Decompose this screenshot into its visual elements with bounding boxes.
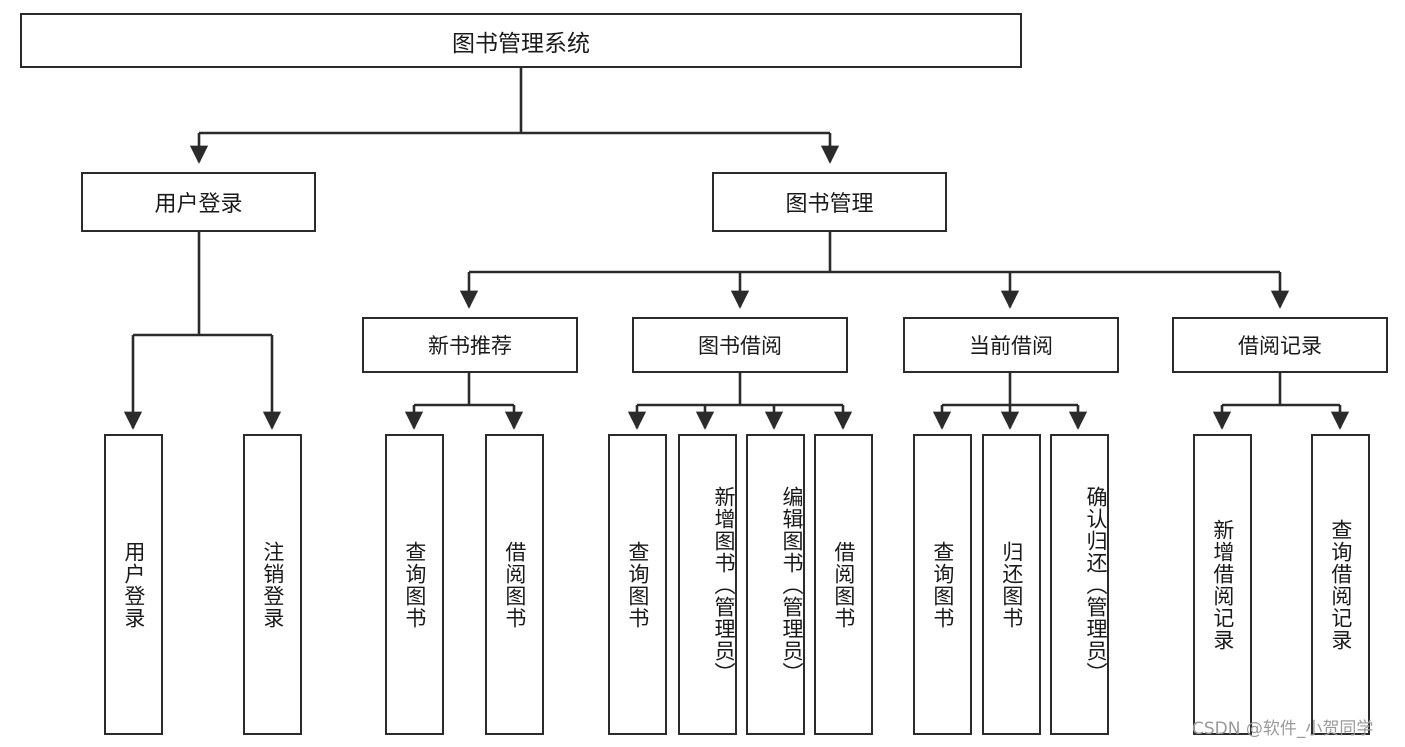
leaf-borrow-book-recommend-label: 借阅图书	[502, 540, 527, 629]
leaf-user-login[interactable]: 用户登录	[104, 434, 163, 735]
watermark-text: CSDN @软件_小贺同学	[1192, 719, 1374, 739]
leaf-add-book-admin[interactable]: 新增图书（管理员）	[678, 434, 737, 735]
node-user-login-label: 用户登录	[154, 192, 243, 217]
node-current-borrow[interactable]: 当前借阅	[903, 317, 1119, 373]
leaf-borrow-book-recommend[interactable]: 借阅图书	[485, 434, 544, 735]
node-book-management[interactable]: 图书管理	[712, 172, 947, 232]
leaf-query-book-recommend[interactable]: 查询图书	[385, 434, 444, 735]
leaf-logout-label: 注销登录	[260, 540, 285, 629]
leaf-confirm-return-admin-label: 确认归还（管理员）	[1084, 485, 1108, 684]
leaf-edit-book-admin[interactable]: 编辑图书（管理员）	[746, 434, 805, 735]
leaf-logout[interactable]: 注销登录	[243, 434, 302, 735]
node-new-book-recommend[interactable]: 新书推荐	[362, 317, 578, 373]
leaf-add-book-admin-label: 新增图书（管理员）	[712, 485, 736, 684]
node-current-borrow-label: 当前借阅	[969, 334, 1053, 358]
node-user-login[interactable]: 用户登录	[81, 172, 316, 232]
leaf-query-book-borrow[interactable]: 查询图书	[608, 434, 667, 735]
leaf-edit-book-admin-label: 编辑图书（管理员）	[780, 485, 804, 684]
leaf-query-book-borrow-label: 查询图书	[625, 540, 650, 629]
leaf-user-login-label: 用户登录	[121, 540, 146, 629]
leaf-confirm-return-admin[interactable]: 确认归还（管理员）	[1050, 434, 1109, 735]
leaf-query-borrow-record[interactable]: 查询借阅记录	[1311, 434, 1370, 735]
node-root[interactable]: 图书管理系统	[20, 13, 1022, 68]
leaf-add-borrow-record-label: 新增借阅记录	[1210, 518, 1235, 651]
node-book-management-label: 图书管理	[785, 192, 874, 217]
leaf-query-book-current-label: 查询图书	[930, 540, 955, 629]
node-root-label: 图书管理系统	[452, 30, 590, 57]
leaf-query-borrow-record-label: 查询借阅记录	[1328, 518, 1353, 651]
leaf-query-book-current[interactable]: 查询图书	[913, 434, 972, 735]
node-new-book-recommend-label: 新书推荐	[428, 334, 512, 358]
leaf-borrow-book-borrow-label: 借阅图书	[831, 540, 856, 629]
node-book-borrow-label: 图书借阅	[698, 334, 782, 358]
leaf-return-book-label: 归还图书	[999, 540, 1024, 629]
node-borrow-record-label: 借阅记录	[1238, 334, 1322, 358]
leaf-query-book-recommend-label: 查询图书	[402, 540, 427, 629]
leaf-borrow-book-borrow[interactable]: 借阅图书	[814, 434, 873, 735]
node-book-borrow[interactable]: 图书借阅	[632, 317, 848, 373]
node-borrow-record[interactable]: 借阅记录	[1172, 317, 1388, 373]
leaf-add-borrow-record[interactable]: 新增借阅记录	[1193, 434, 1252, 735]
leaf-return-book[interactable]: 归还图书	[982, 434, 1041, 735]
